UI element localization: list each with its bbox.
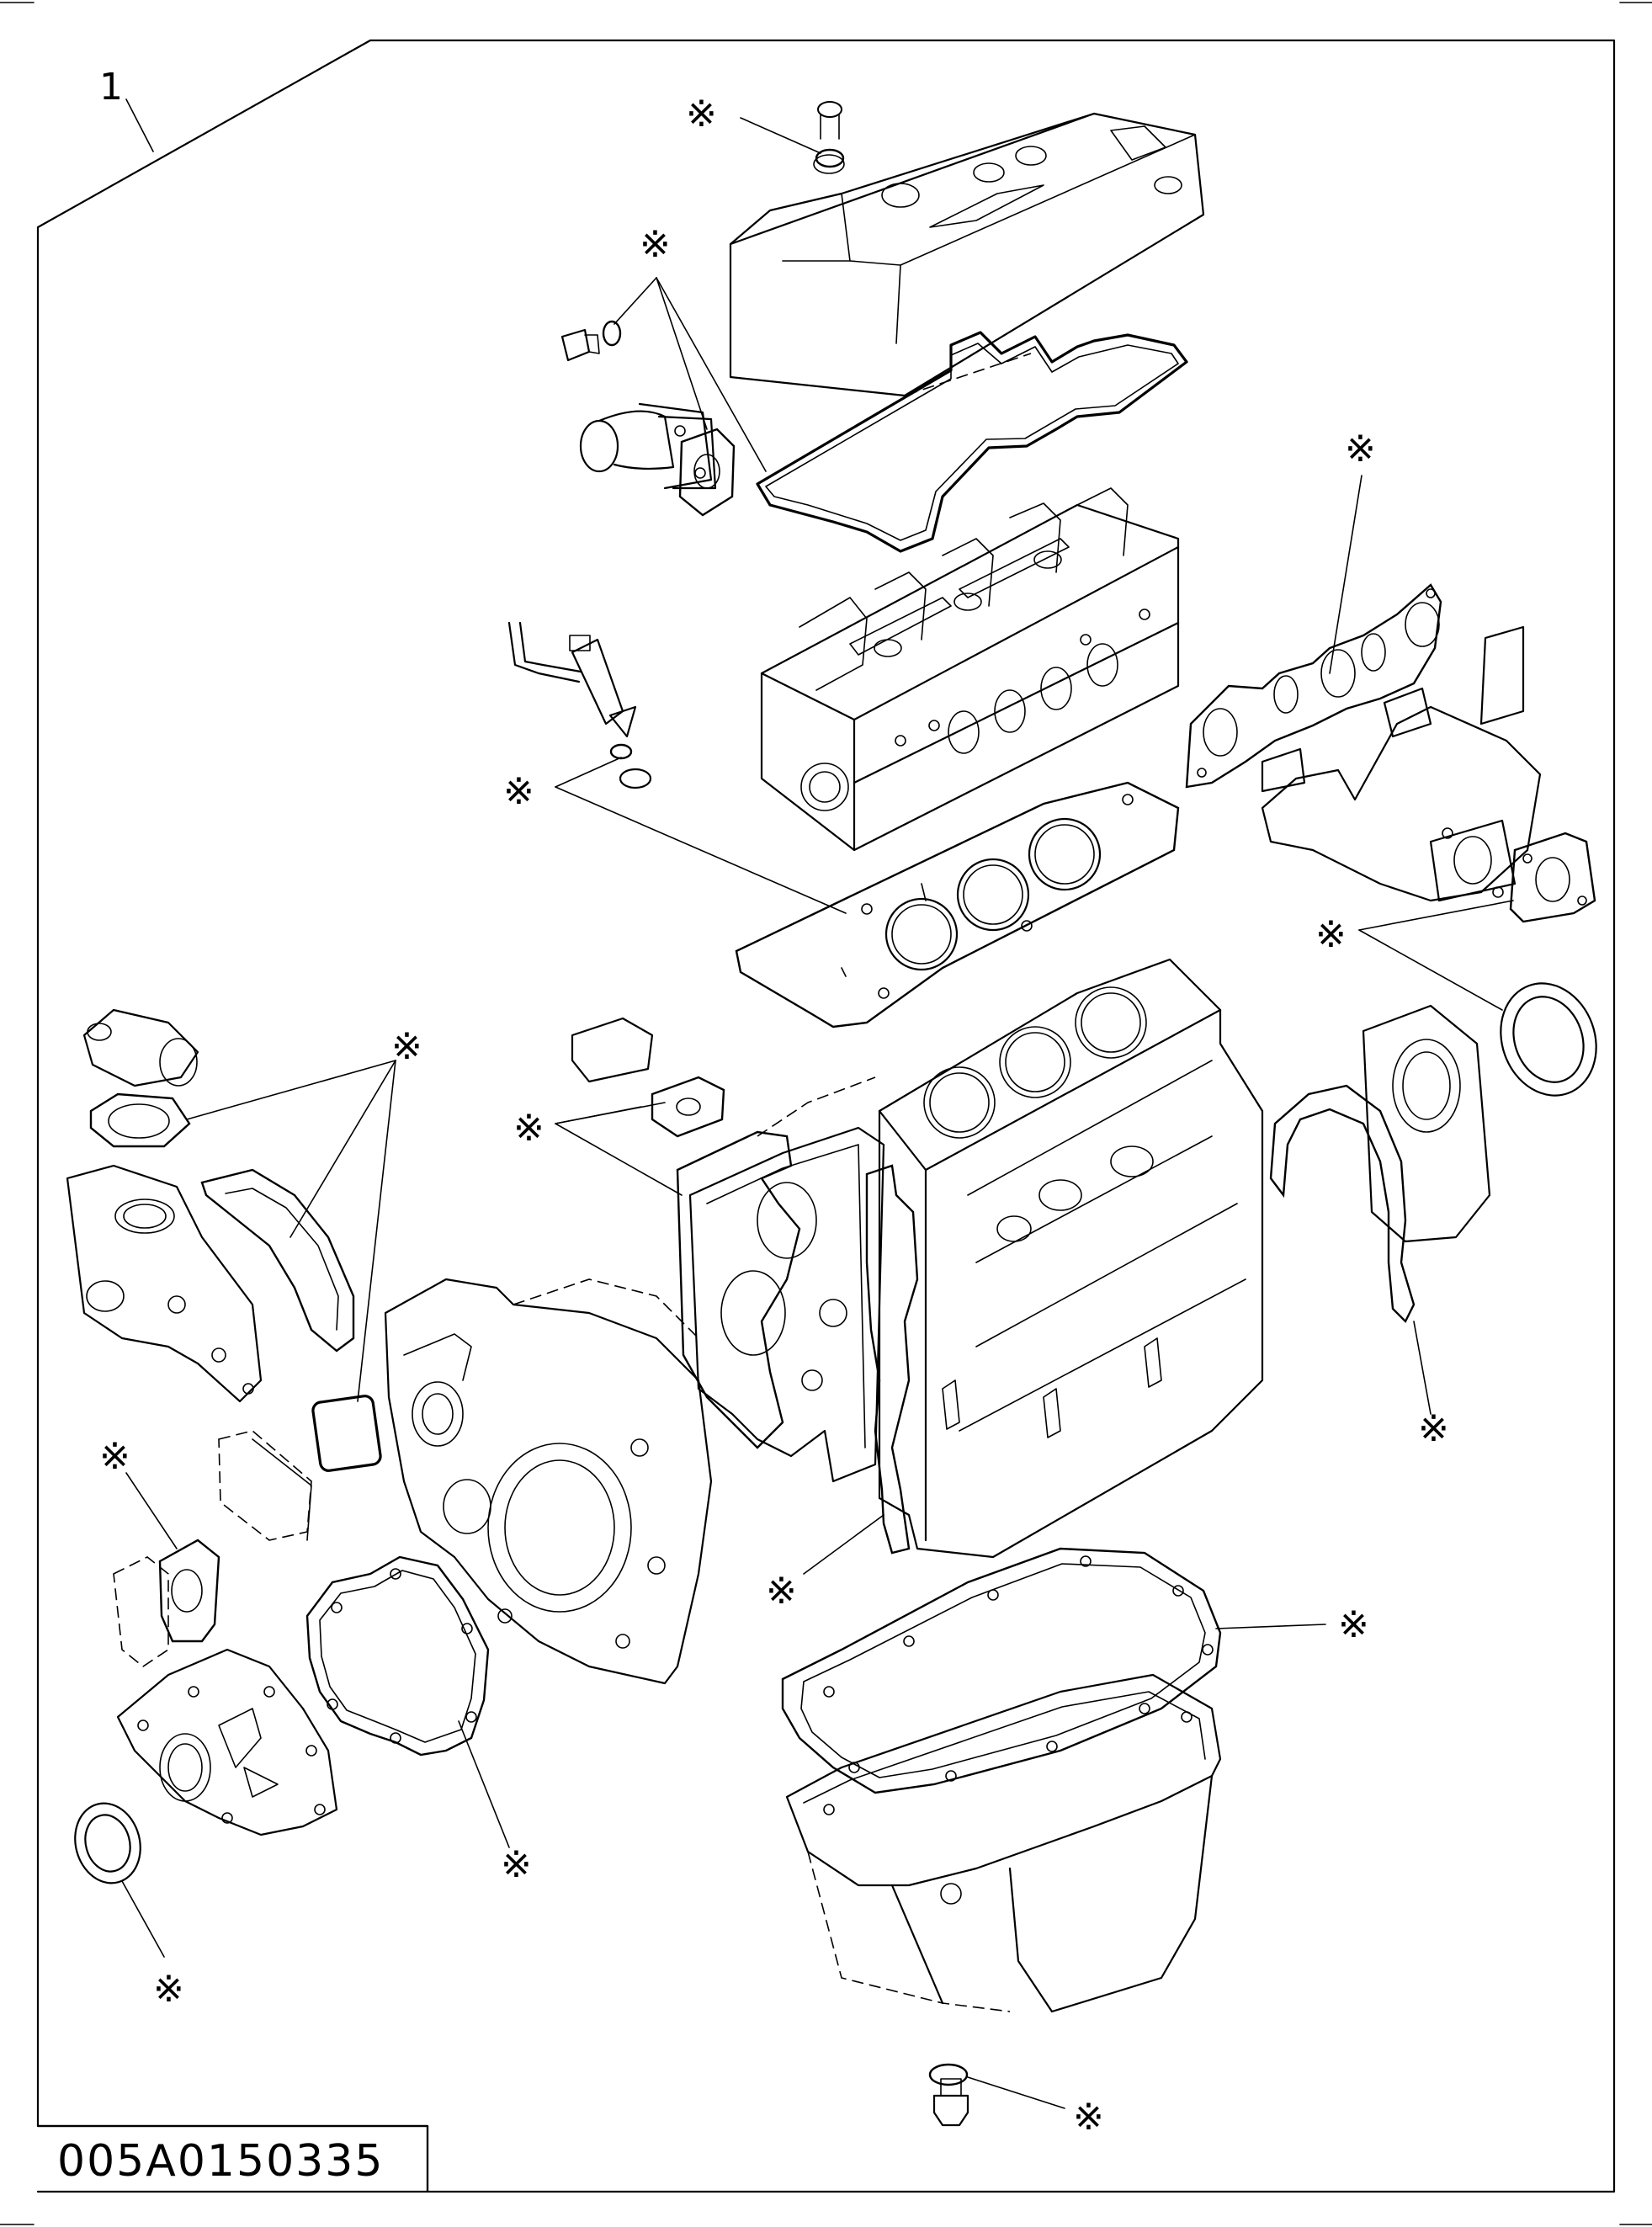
oil-filter-gasket [651, 1076, 725, 1138]
callout-mark: ※ [153, 1968, 184, 2011]
code-box [36, 2124, 429, 2193]
valve-cover-washer [740, 117, 845, 168]
valve-cover-gasket [756, 331, 1188, 553]
callout-mark: ※ [1345, 428, 1376, 470]
small-cover [218, 1430, 312, 1541]
callout-mark: ※ [99, 1435, 130, 1478]
fuel-injector [507, 621, 637, 738]
cover-plate [113, 1556, 169, 1667]
cover-gasket [158, 1539, 220, 1643]
front-oil-seal [74, 1802, 141, 1884]
gear-case-cover [116, 1648, 338, 1836]
injector-washer [609, 743, 633, 760]
part-number-label: 1 [99, 66, 123, 109]
intake-gasket-leader [1329, 475, 1363, 674]
rear-plate [1362, 1004, 1491, 1243]
outlet-plug-washer [602, 320, 622, 347]
callout-mark: ※ [1418, 1407, 1449, 1450]
intake-manifold-gasket [1185, 583, 1442, 789]
timing-cover-gasket [305, 1555, 490, 1757]
oil-pan-gasket [781, 1547, 1222, 1794]
thermostat-housing [82, 1008, 199, 1087]
water-outlet-gasket [678, 428, 736, 517]
callout-mark: ※ [766, 1570, 797, 1613]
oil-pan-gasket-leader [1215, 1624, 1326, 1629]
drain-plug [932, 2078, 969, 2127]
callout-mark: ※ [391, 1025, 422, 1068]
drain-washer-leader [967, 2076, 1065, 2109]
water-pump-leaders [186, 1060, 396, 1402]
exhaust-leaders [1358, 900, 1514, 1011]
cylinder-head [760, 487, 1180, 852]
callout-mark: ※ [1073, 2096, 1104, 2139]
front-plate [688, 1076, 885, 1483]
callout-mark: ※ [501, 1843, 532, 1886]
outlet-plug [560, 328, 600, 362]
drain-plug-washer [928, 2063, 969, 2086]
rear-plate-gasket [1269, 1084, 1416, 1324]
injector-nozzle-seal [619, 768, 652, 789]
oil-filter-cover [571, 1017, 654, 1083]
exhaust-manifold [1261, 625, 1542, 902]
block-side-gasket [865, 1164, 919, 1555]
square-gasket [311, 1395, 382, 1472]
callout-mark: ※ [513, 1107, 544, 1150]
rear-oil-seal [1500, 982, 1597, 1097]
thermostat-leaders [614, 277, 767, 472]
water-pump-gasket [200, 1168, 355, 1353]
cylinder-head-gasket [735, 781, 1180, 1028]
water-pump [66, 1164, 263, 1403]
rear-plate-leader [1413, 1321, 1432, 1415]
block-side-leader [803, 1514, 884, 1575]
cover-gasket-leader [125, 1472, 178, 1549]
timing-case [384, 1278, 713, 1685]
callout-mark: ※ [1315, 913, 1347, 956]
front-plate-gasket [676, 1130, 801, 1449]
exhaust-gasket [1509, 832, 1596, 923]
assembly-frame [36, 39, 1616, 2193]
water-outlet-elbow [579, 402, 717, 490]
callout-mark: ※ [503, 770, 534, 813]
thermostat-gasket [89, 1092, 191, 1148]
timing-gasket-leader [458, 1720, 510, 1848]
injector-leaders [555, 757, 847, 914]
valve-cover [729, 101, 1205, 397]
callout-mark: ※ [640, 223, 671, 266]
callout-mark: ※ [686, 93, 717, 136]
part-number-leader [125, 98, 154, 152]
callout-mark: ※ [1338, 1603, 1369, 1646]
front-seal-leader [121, 1880, 165, 1958]
cylinder-block [878, 958, 1264, 1559]
drawing-code: 005A0150335 [57, 2136, 384, 2187]
oil-pan [785, 1673, 1222, 2013]
